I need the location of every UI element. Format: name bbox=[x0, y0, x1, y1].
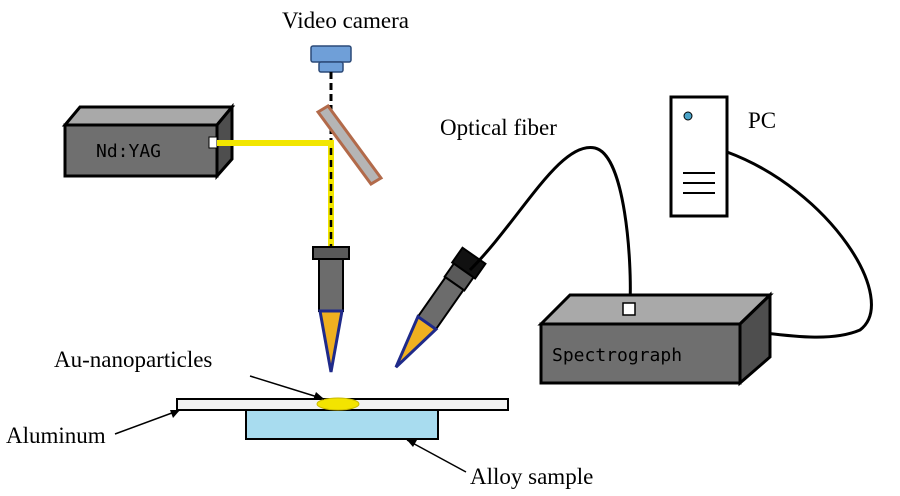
optical-fiber-label: Optical fiber bbox=[440, 115, 557, 140]
nd-yag-label: Nd:YAG bbox=[96, 141, 161, 162]
pc-cable bbox=[726, 150, 873, 339]
au-nanoparticles-label: Au-nanoparticles bbox=[54, 347, 212, 372]
aluminum-label: Aluminum bbox=[6, 423, 106, 448]
pc-label: PC bbox=[748, 108, 776, 133]
spectrograph bbox=[537, 291, 774, 387]
video-camera-label: Video camera bbox=[282, 8, 409, 33]
au-nanoparticles-arrow bbox=[249, 375, 325, 400]
spectrograph-label: Spectrograph bbox=[552, 345, 682, 366]
video-camera bbox=[310, 45, 352, 73]
alloy-sample-arrow bbox=[406, 439, 467, 473]
optical-fiber bbox=[468, 146, 632, 305]
alloy-sample-label: Alloy sample bbox=[470, 464, 593, 489]
pc-tower bbox=[669, 95, 729, 218]
sample-stage bbox=[176, 397, 509, 440]
laser-beam bbox=[217, 140, 334, 248]
nd-yag-laser bbox=[61, 102, 236, 180]
dichroic-mirror bbox=[315, 104, 384, 186]
focusing-lens bbox=[312, 246, 350, 373]
collection-lens bbox=[394, 246, 487, 369]
au-nanoparticles-spot bbox=[316, 397, 360, 411]
aluminum-arrow bbox=[114, 409, 181, 435]
